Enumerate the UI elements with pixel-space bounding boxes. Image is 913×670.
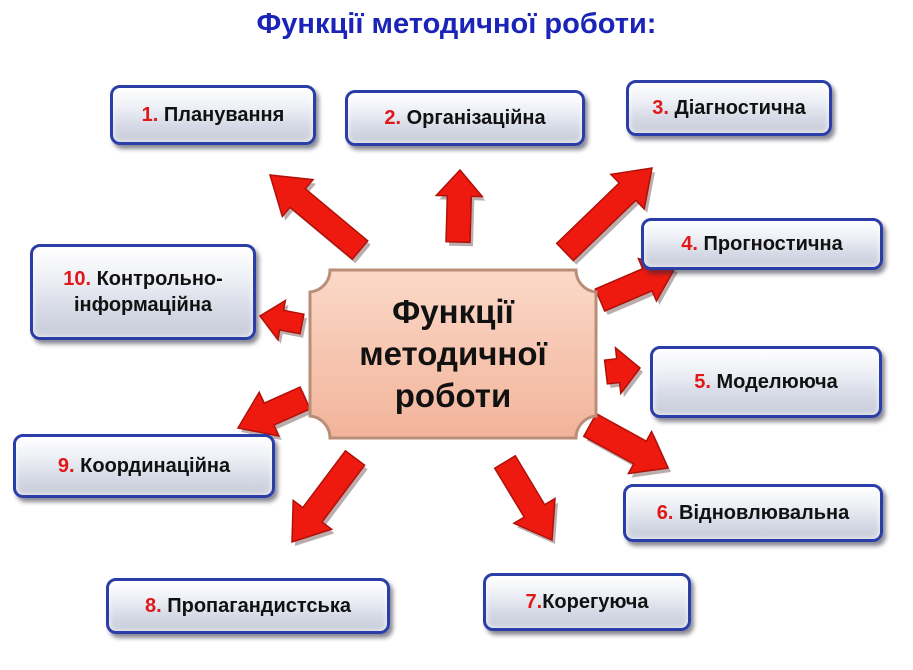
function-box-diagnostic[interactable]: 3. Діагностична (626, 80, 832, 136)
central-node: Функції методичної роботи (308, 268, 598, 440)
arrow-to-diagnostic (555, 167, 653, 262)
function-label: Організаційна (401, 107, 546, 129)
function-number: 4. (681, 233, 698, 255)
function-box-corrective[interactable]: 7.Корегуюча (483, 573, 691, 631)
function-number: 9. (57, 455, 75, 477)
function-number: 1. (141, 104, 159, 126)
function-label: Пропагандистська (161, 595, 351, 617)
function-label-line-2: інформаційна (73, 294, 213, 316)
arrow-to-corrective (493, 454, 556, 542)
function-number: 7. (525, 591, 543, 613)
function-label: Корегуюча (542, 591, 649, 613)
center-line-2: методичної (359, 334, 547, 372)
arrow-to-modeling (603, 345, 642, 396)
function-box-planning[interactable]: 1. Планування (110, 85, 316, 145)
function-label: Координаційна (74, 455, 231, 477)
function-box-modeling[interactable]: 5. Моделююча (650, 346, 882, 418)
function-box-coordination[interactable]: 9. Координаційна (13, 434, 275, 498)
center-line-1: Функції (392, 292, 514, 330)
function-number: 5. (694, 371, 711, 393)
function-label: Планування (158, 104, 285, 126)
function-number: 2. (384, 107, 402, 129)
function-box-propaganda[interactable]: 8. Пропагандистська (106, 578, 390, 634)
diagram-title: Функції методичної роботи: (256, 8, 657, 40)
function-box-prognostic[interactable]: 4. Прогностична (641, 218, 883, 270)
arrow-to-planning (268, 174, 369, 261)
arrow-to-organizational (434, 168, 484, 244)
function-number: 8. (145, 595, 162, 617)
function-label: Діагностична (668, 97, 806, 119)
arrow-to-restorative (582, 412, 670, 475)
function-label: Відновлювальна (673, 502, 850, 524)
function-box-organizational[interactable]: 2. Організаційна (345, 90, 585, 146)
arrow-to-control-info (258, 298, 305, 342)
function-label: Прогностична (697, 233, 843, 255)
function-label: Контрольно- (91, 268, 223, 290)
function-number: 10. (63, 268, 92, 290)
function-number: 3. (652, 97, 669, 119)
arrow-to-coordination (236, 386, 311, 438)
center-line-3: роботи (394, 377, 512, 415)
function-number: 6. (656, 502, 674, 524)
function-box-control-information[interactable]: 10. Контрольно- інформаційна (30, 244, 256, 340)
arrow-to-propaganda (291, 449, 366, 544)
function-label: Моделююча (710, 371, 838, 393)
function-box-restorative[interactable]: 6. Відновлювальна (623, 484, 883, 542)
